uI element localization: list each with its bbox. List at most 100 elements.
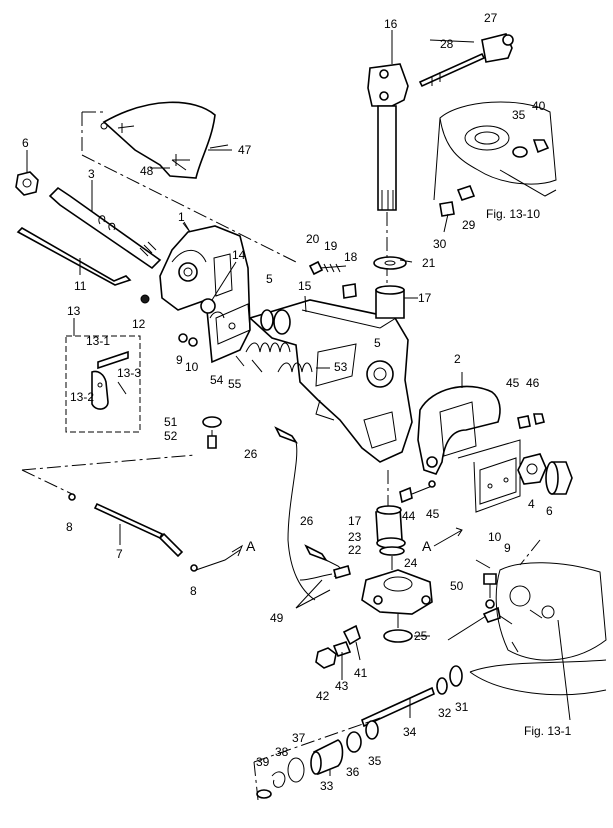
label-26a: 26 [244,447,258,461]
swivel-bracket-24 [361,569,433,643]
label-17a: 17 [418,291,432,305]
label-44: 44 [402,509,416,523]
nut-4-cap-6-right [517,453,573,495]
label-49: 49 [270,611,284,625]
washer-21-bushing-17 [373,256,407,319]
label-32: 32 [438,706,452,720]
bolt-44-45 [399,413,545,504]
cable-7 [21,454,244,572]
label-38: 38 [275,745,289,759]
rod-11 [16,227,132,286]
bolt-20-spring-19 [308,260,357,299]
label-8a: 8 [66,520,73,534]
small-bolts-left [178,261,237,347]
tilt-shaft-3 [48,180,162,270]
label-28: 28 [440,37,454,51]
label-9b: 9 [504,541,511,555]
swivel-housing-15 [248,299,413,463]
part-group-13-box [65,294,150,433]
fig-13-1-partial [469,539,607,721]
label-13: 13 [67,304,81,318]
label-41: 41 [354,666,368,680]
label-26b: 26 [300,514,314,528]
rod-27-28 [418,33,514,88]
label-23: 23 [348,530,362,544]
label-4: 4 [528,497,535,511]
label-10a: 10 [185,360,199,374]
label-11: 11 [74,279,87,293]
label-16: 16 [384,17,398,31]
label-31: 31 [455,700,469,714]
parts-33-39 [253,717,381,801]
clamp-bracket-left [159,221,251,364]
label-54: 54 [210,373,224,387]
shaft-34-washers [361,665,463,728]
label-17b: 17 [348,514,362,528]
sensor-26-upper [274,426,316,601]
nut-42-pad-41 [315,624,361,680]
label-45b: 45 [506,376,520,390]
label-13-1: 13-1 [86,334,110,348]
cover-plate-group [81,101,297,263]
fig-ref-13-10: Fig. 13-10 [486,207,540,221]
label-48: 48 [140,164,154,178]
part-labels: 1 2 3 4 5 5 6 6 7 8 8 9 9 10 10 11 12 13… [22,11,553,793]
fig-ref-13-1: Fig. 13-1 [524,724,572,738]
label-20: 20 [306,232,320,246]
label-35a: 35 [512,108,526,122]
label-55: 55 [228,377,242,391]
label-7: 7 [116,547,123,561]
label-8b: 8 [190,584,197,598]
connector-a-right: A [422,538,432,554]
bushing-17-lower [375,470,406,570]
label-21: 21 [422,256,436,270]
label-3: 3 [88,167,95,181]
label-50: 50 [450,579,464,593]
label-24: 24 [404,556,418,570]
label-52: 52 [164,429,178,443]
bolt-50-rod [447,573,513,641]
label-37: 37 [292,731,306,745]
label-29: 29 [462,218,476,232]
label-35b: 35 [368,754,382,768]
label-42: 42 [316,689,330,703]
figure-references: Fig. 13-10 Fig. 13-1 A A [246,207,572,738]
label-27: 27 [484,11,498,25]
label-19: 19 [324,239,338,253]
label-40: 40 [532,99,546,113]
label-9a: 9 [176,353,183,367]
nut-6-left [15,150,39,196]
label-22: 22 [348,543,362,557]
label-46: 46 [526,376,540,390]
label-30: 30 [433,237,447,251]
label-39: 39 [256,755,270,769]
sensor-26-lower [295,544,351,609]
label-12: 12 [132,317,146,331]
label-25: 25 [414,629,428,643]
label-47: 47 [238,143,252,157]
label-33: 33 [320,779,334,793]
label-1: 1 [178,210,185,224]
label-6a: 6 [22,136,29,150]
label-10b: 10 [488,530,502,544]
label-51: 51 [164,415,178,429]
label-43: 43 [335,679,349,693]
label-5a: 5 [266,272,273,286]
clamp-bracket-right [417,372,521,513]
label-36: 36 [346,765,360,779]
label-15: 15 [298,279,312,293]
label-18: 18 [344,250,358,264]
label-53: 53 [334,360,348,374]
connector-a-left: A [246,538,256,554]
fig-13-10-partial [433,101,557,233]
label-34: 34 [403,725,417,739]
label-13-2: 13-2 [70,390,94,404]
label-45a: 45 [426,507,440,521]
label-14: 14 [232,248,246,262]
label-2: 2 [454,352,461,366]
label-6b: 6 [546,504,553,518]
steering-shaft-16 [367,30,409,306]
label-5b: 5 [374,336,381,350]
springs-53-54 [235,342,313,373]
